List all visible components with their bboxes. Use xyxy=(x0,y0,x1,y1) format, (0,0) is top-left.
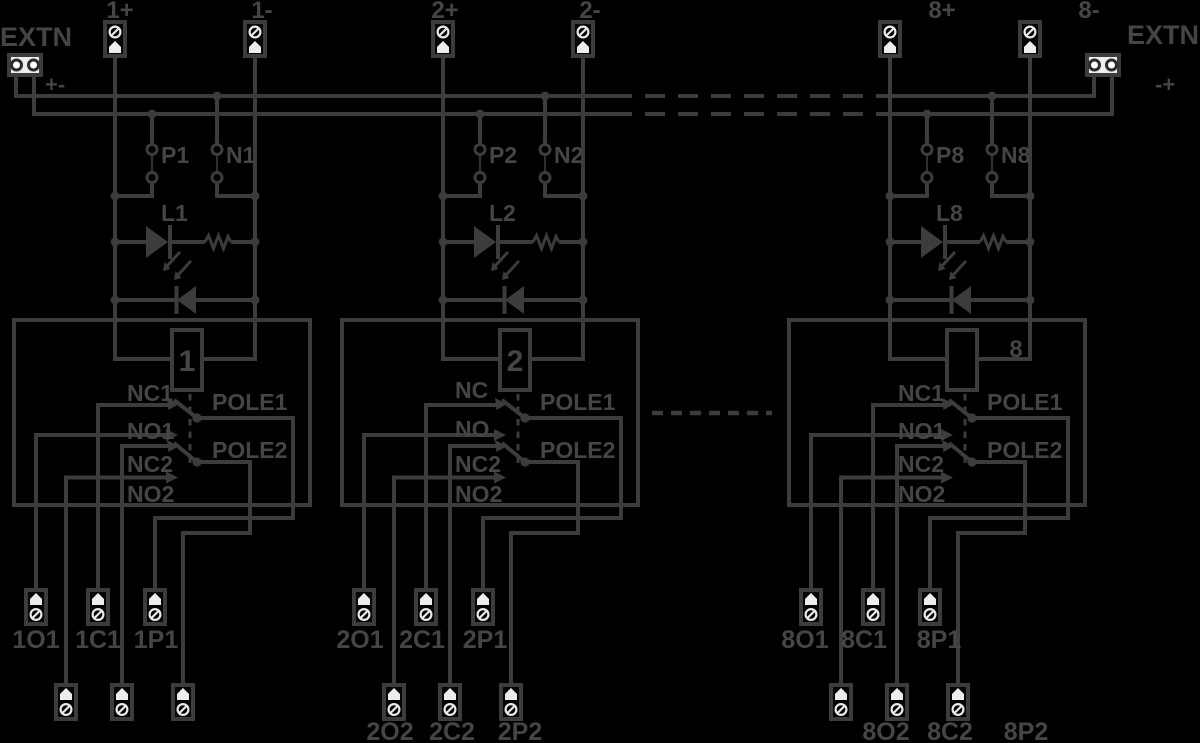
terminal-label-1-plus: 1+ xyxy=(106,0,133,24)
coil-number-1: 1 xyxy=(179,345,196,378)
terminal-2-minus xyxy=(571,20,595,58)
led-label-l2: L2 xyxy=(489,200,516,226)
contact-label-nc2-ch8: NC2 xyxy=(898,451,944,477)
channel-8: 8+ 8- P8 N8 L8 8 NC1 NO1 NC2 NO2 POLE1 P… xyxy=(781,0,1099,743)
extn-left-group: EXTN +- xyxy=(0,22,72,97)
pole1-label-ch1: POLE1 xyxy=(212,389,288,415)
coil-number-8: 8 xyxy=(1009,336,1022,363)
plus-bus-left xyxy=(14,74,612,98)
contact-label-nc1-ch8: NC1 xyxy=(898,380,944,406)
terminal-label-2-minus: 2- xyxy=(579,0,600,24)
extn-right-polarity: -+ xyxy=(1155,72,1175,97)
bottom-label-8o1: 8O1 xyxy=(781,626,828,654)
minus-bus-right xyxy=(886,74,1114,116)
terminal-1c2 xyxy=(110,683,134,721)
plus-bus-right xyxy=(886,74,1096,98)
led-label-l8: L8 xyxy=(936,200,963,226)
fuse-label-p2: P2 xyxy=(489,142,517,168)
bottom-label-1p1: 1P1 xyxy=(134,626,179,654)
bottom-label-8p1: 8P1 xyxy=(917,626,962,654)
terminal-2o2 xyxy=(382,683,406,721)
bottom-label-8o2: 8O2 xyxy=(862,718,909,743)
terminal-8p1 xyxy=(918,588,942,626)
terminal-1-plus xyxy=(103,20,127,58)
contact-label-nc2-ch2: NC2 xyxy=(455,451,501,477)
bottom-label-2c1: 2C1 xyxy=(399,626,445,654)
bottom-label-1c1: 1C1 xyxy=(75,626,121,654)
fuse-label-p8: P8 xyxy=(936,142,964,168)
terminal-1-minus xyxy=(243,20,267,58)
terminal-2c1 xyxy=(414,588,438,626)
contact-label-nc2-ch1: NC2 xyxy=(127,451,173,477)
pole1-label-ch2: POLE1 xyxy=(540,389,616,415)
terminal-8c1 xyxy=(861,588,885,626)
pole2-label-ch2: POLE2 xyxy=(540,437,615,463)
fuse-label-n1: N1 xyxy=(226,142,256,168)
channel-2: 2+ 2- P2 N2 L2 2 NC NO NC2 NO2 POLE1 POL… xyxy=(336,0,640,743)
terminal-label-8-minus: 8- xyxy=(1078,0,1099,24)
terminal-8-plus xyxy=(878,20,902,58)
terminal-label-1-minus: 1- xyxy=(251,0,272,24)
fuse-label-n2: N2 xyxy=(554,142,583,168)
bottom-label-2o2: 2O2 xyxy=(366,718,413,743)
terminal-2c2 xyxy=(438,683,462,721)
terminal-label-8-plus: 8+ xyxy=(928,0,955,24)
terminal-8o1 xyxy=(799,588,823,626)
pole2-label-ch1: POLE2 xyxy=(212,437,287,463)
extn-right-terminal-block xyxy=(1085,53,1121,77)
terminal-label-2-plus: 2+ xyxy=(431,0,458,24)
channel-1: 1+ 1- P1 N1 L1 1 NC1 NO1 NC2 NO2 POLE1 P… xyxy=(12,0,312,721)
terminal-1o2 xyxy=(54,683,78,721)
extn-left-terminal-block xyxy=(7,53,43,77)
supply-bus-lines xyxy=(14,74,1114,416)
contact-label-no2-ch1: NO2 xyxy=(127,481,174,507)
fuse-label-p1: P1 xyxy=(161,142,189,168)
bottom-label-8c1: 8C1 xyxy=(841,626,887,654)
terminal-2-plus xyxy=(431,20,455,58)
terminal-1o1 xyxy=(24,588,48,626)
pole1-label-ch8: POLE1 xyxy=(987,389,1063,415)
terminal-2p2 xyxy=(499,683,523,721)
coil-number-2: 2 xyxy=(507,345,524,378)
terminal-8p2 xyxy=(946,683,970,721)
bottom-label-2c2: 2C2 xyxy=(429,718,475,743)
contact-label-nc1-ch1: NC1 xyxy=(127,380,173,406)
terminal-8-minus xyxy=(1018,20,1042,58)
pole2-label-ch8: POLE2 xyxy=(987,437,1062,463)
contact-label-no2-ch2: NO2 xyxy=(455,481,502,507)
bottom-label-2p2: 2P2 xyxy=(498,718,542,743)
contact-label-no1-ch8: NO1 xyxy=(898,418,946,444)
bottom-label-8c2: 8C2 xyxy=(927,718,973,743)
fuse-label-n8: N8 xyxy=(1001,142,1031,168)
extn-right-label: EXTN xyxy=(1127,20,1199,50)
terminal-2p1 xyxy=(471,588,495,626)
led-label-l1: L1 xyxy=(161,200,188,226)
terminal-1c1 xyxy=(86,588,110,626)
terminal-8c2 xyxy=(885,683,909,721)
bottom-label-2p1: 2P1 xyxy=(463,626,508,654)
extn-right-group: EXTN -+ xyxy=(1085,20,1199,97)
contact-label-no1-ch1: NO1 xyxy=(127,418,175,444)
contact-label-no2-ch8: NO2 xyxy=(898,481,945,507)
contact-label-no-ch2: NO xyxy=(455,416,490,442)
terminal-8o2 xyxy=(829,683,853,721)
terminal-2o1 xyxy=(352,588,376,626)
terminal-1p2 xyxy=(171,683,195,721)
terminal-1p1 xyxy=(143,588,167,626)
extn-left-polarity: +- xyxy=(45,72,65,97)
bottom-label-1o1: 1O1 xyxy=(12,626,59,654)
bottom-label-2o1: 2O1 xyxy=(336,626,383,654)
minus-bus-left xyxy=(32,74,612,116)
extn-left-label: EXTN xyxy=(0,22,72,52)
contact-label-nc-ch2: NC xyxy=(455,377,488,403)
bottom-label-8p2: 8P2 xyxy=(1004,718,1048,743)
